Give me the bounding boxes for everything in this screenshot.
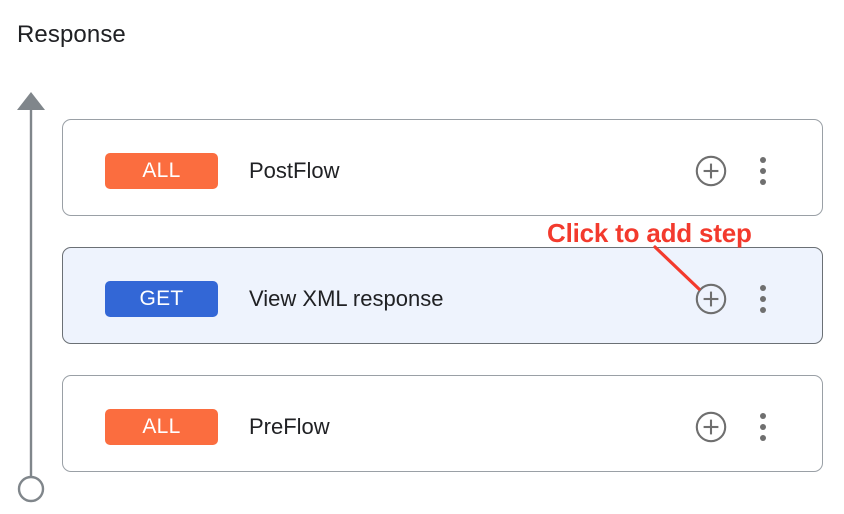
kebab-menu-icon[interactable]: [751, 282, 775, 316]
flow-direction-axis: [10, 86, 54, 506]
kebab-dot: [759, 284, 767, 292]
flow-row-name: PostFlow: [249, 158, 340, 183]
method-badge: GET: [105, 281, 218, 317]
method-badge: ALL: [105, 153, 218, 189]
flow-row-name: View XML response: [249, 286, 444, 311]
kebab-dot: [759, 412, 767, 420]
kebab-menu-icon[interactable]: [751, 154, 775, 188]
kebab-dot: [759, 434, 767, 442]
kebab-dot: [759, 295, 767, 303]
flow-row-list: ALL PostFlow GET View XML response: [62, 119, 823, 472]
page-title: Response: [17, 21, 126, 48]
flow-row-name: PreFlow: [249, 414, 330, 439]
add-step-icon[interactable]: [694, 282, 728, 316]
flow-row-selected[interactable]: GET View XML response: [62, 247, 823, 344]
kebab-dot: [759, 156, 767, 164]
method-badge: ALL: [105, 409, 218, 445]
arrow-up-icon: [17, 92, 45, 110]
kebab-dot: [759, 178, 767, 186]
add-step-icon[interactable]: [694, 410, 728, 444]
kebab-dot: [759, 167, 767, 175]
flow-row[interactable]: ALL PostFlow: [62, 119, 823, 216]
circle-endpoint-icon: [17, 475, 45, 503]
annotation-label: Click to add step: [547, 218, 752, 248]
flow-row[interactable]: ALL PreFlow: [62, 375, 823, 472]
flow-axis-svg: [17, 92, 45, 503]
kebab-dot: [759, 306, 767, 314]
kebab-menu-icon[interactable]: [751, 410, 775, 444]
add-step-icon[interactable]: [694, 154, 728, 188]
kebab-dot: [759, 423, 767, 431]
